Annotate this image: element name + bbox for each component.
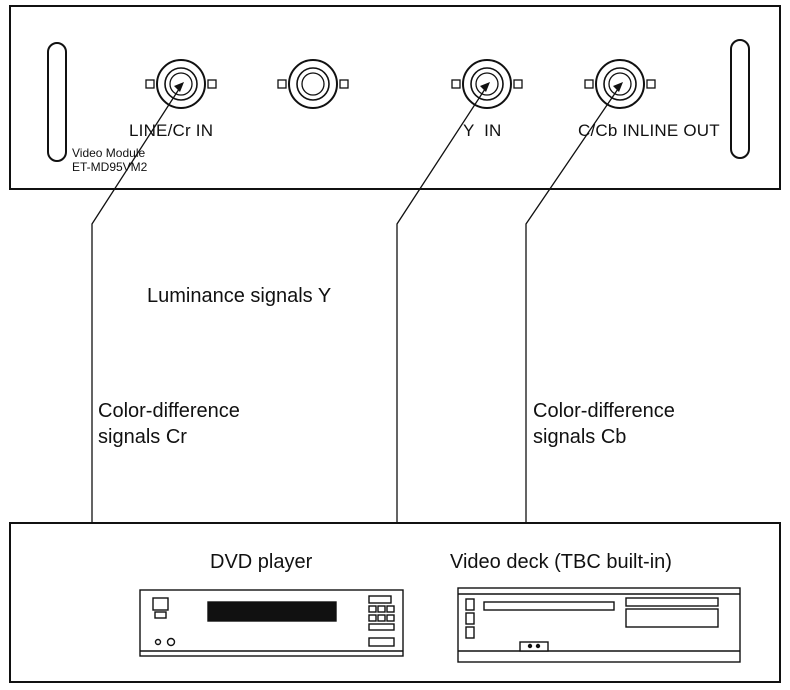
cable-y xyxy=(396,85,488,523)
cb-signal-label-line2: signals Cb xyxy=(533,426,627,448)
cr-signal-label-line1: Color-difference xyxy=(98,400,240,422)
video-deck-illustration xyxy=(457,587,741,663)
arrowheads xyxy=(174,82,623,92)
bnc-connector-unlabeled[interactable] xyxy=(277,59,349,109)
module-name: Video Module ET-MD95VM2 xyxy=(72,146,147,174)
arrow-y xyxy=(480,82,490,92)
dvd-player-illustration xyxy=(139,589,404,657)
module-name-line1: Video Module xyxy=(72,146,146,160)
arrow-cb xyxy=(613,82,623,92)
cr-signal-label: Color-difference signals Cr xyxy=(98,398,240,450)
cb-signal-label: Color-difference signals Cb xyxy=(533,398,675,450)
cb-signal-label-line1: Color-difference xyxy=(533,400,675,422)
cr-signal-label-line2: signals Cr xyxy=(98,426,187,448)
cable-cr xyxy=(91,85,182,523)
luminance-signal-label: Luminance signals Y xyxy=(147,285,332,307)
right-handle xyxy=(730,39,750,159)
video-deck-label: Video deck (TBC built-in) xyxy=(450,551,672,573)
left-handle xyxy=(47,42,67,162)
connector-label-line-cr-in: LINE/Cr IN xyxy=(129,121,214,140)
arrow-cr xyxy=(174,82,184,92)
dvd-player-label: DVD player xyxy=(210,551,313,573)
devices-panel xyxy=(9,522,781,683)
connector-label-y-in: Y IN xyxy=(463,121,502,140)
connector-label-c-cb-inline-out: C/Cb INLINE OUT xyxy=(578,121,720,140)
cables xyxy=(91,85,621,523)
cable-cb xyxy=(525,85,621,523)
module-model-number: ET-MD95VM2 xyxy=(72,160,148,174)
